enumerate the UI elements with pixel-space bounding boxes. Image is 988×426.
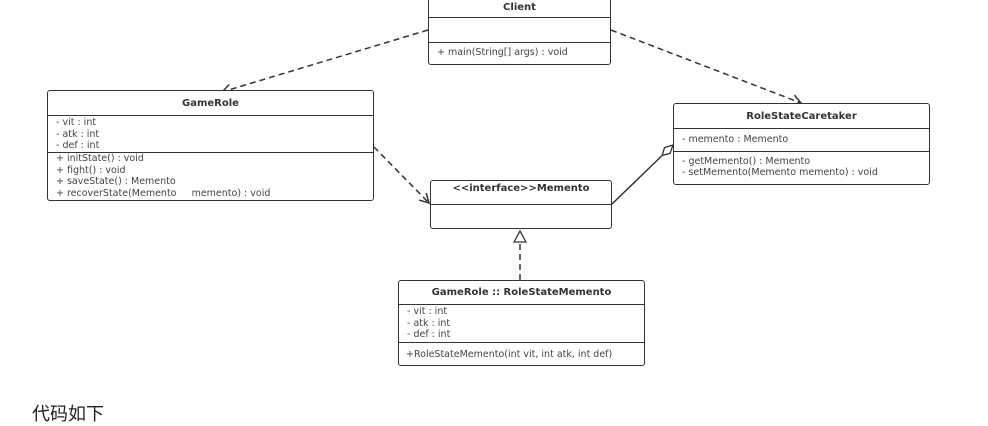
- footer-text: 代码如下: [32, 404, 104, 425]
- method: + recoverState(Memento memento) : void: [56, 187, 271, 199]
- method: + fight() : void: [56, 164, 126, 176]
- class-rolestatecaretaker[interactable]: RoleStateCaretaker - memento : Memento -…: [673, 103, 930, 185]
- body-section: [431, 205, 611, 207]
- methods-section: - getMemento() : Memento - setMemento(Me…: [674, 152, 929, 179]
- class-name: GameRole :: RoleStateMemento: [399, 281, 644, 305]
- class-name: Client: [429, 0, 610, 18]
- dependency-client-caretaker: [610, 29, 803, 106]
- method: + main(String[] args) : void: [437, 47, 568, 58]
- interface-memento[interactable]: <<interface>>Memento: [430, 180, 612, 229]
- class-name: GameRole: [48, 91, 373, 116]
- method: - getMemento() : Memento: [682, 156, 811, 167]
- methods-section: +RoleStateMemento(int vit, int atk, int …: [399, 343, 644, 362]
- connectors: [220, 29, 803, 280]
- methods-section: + initState() : void + fight() : void + …: [48, 153, 373, 200]
- attributes-section: [429, 18, 610, 43]
- class-name: RoleStateCaretaker: [674, 104, 929, 129]
- class-gamerole[interactable]: GameRole - vit : int - atk : int - def :…: [47, 90, 374, 201]
- attribute: - vit : int: [407, 306, 448, 317]
- attributes-section: - vit : int - atk : int - def : int: [399, 305, 644, 343]
- attribute: - atk : int: [56, 128, 100, 140]
- attributes-section: - vit : int - atk : int - def : int: [48, 116, 373, 153]
- class-name: <<interface>>Memento: [431, 181, 611, 205]
- attribute: - vit : int: [56, 117, 97, 128]
- method: - setMemento(Memento memento) : void: [682, 167, 878, 178]
- attribute: - def : int: [407, 329, 451, 340]
- dependency-client-gamerole: [220, 29, 429, 95]
- aggregation-caretaker-memento: [611, 145, 673, 205]
- attributes-section: - memento : Memento: [674, 129, 929, 152]
- class-rolestatememento[interactable]: GameRole :: RoleStateMemento - vit : int…: [398, 280, 645, 366]
- dependency-gamerole-memento: [373, 146, 431, 205]
- attribute: - atk : int: [407, 317, 451, 329]
- methods-section: + main(String[] args) : void: [429, 43, 610, 60]
- method: +RoleStateMemento(int vit, int atk, int …: [406, 349, 613, 360]
- attribute: - def : int: [56, 140, 100, 151]
- attribute: - memento : Memento: [682, 134, 789, 145]
- method: + initState() : void: [56, 153, 144, 164]
- method: + saveState() : Memento: [56, 176, 176, 187]
- class-client[interactable]: Client + main(String[] args) : void: [428, 0, 611, 65]
